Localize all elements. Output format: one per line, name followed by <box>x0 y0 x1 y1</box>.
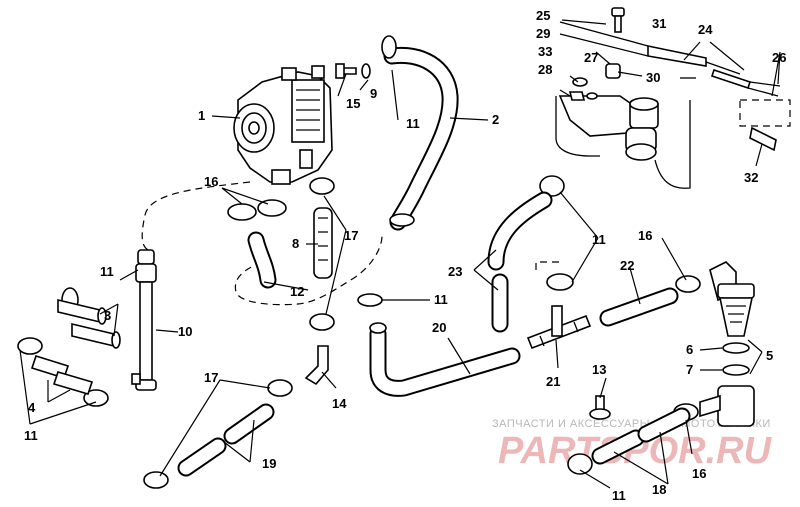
callout-labels: 1 2 3 4 5 6 7 8 9 10 11 11 11 11 11 11 1… <box>24 8 786 503</box>
callout-7: 7 <box>686 362 693 377</box>
hoses-18 <box>591 407 691 465</box>
callout-11-left-upper: 11 <box>100 264 114 279</box>
callout-4: 4 <box>28 400 36 415</box>
wire-connector-boot <box>739 99 791 152</box>
callout-23: 23 <box>448 264 462 279</box>
tube-8 <box>313 207 333 279</box>
callout-24: 24 <box>698 22 713 37</box>
callout-10: 10 <box>178 324 192 339</box>
primer-wires <box>559 21 781 97</box>
hoses-19 <box>177 403 275 477</box>
callout-29: 29 <box>536 26 550 41</box>
screw-31 <box>611 7 625 33</box>
callout-27: 27 <box>584 50 598 65</box>
callout-8: 8 <box>292 236 299 251</box>
fitting-13 <box>589 395 611 420</box>
t-fitting-21 <box>526 305 592 350</box>
callout-31: 31 <box>652 16 666 31</box>
callout-12: 12 <box>290 284 304 299</box>
clamp-17-group <box>143 177 335 489</box>
callout-1: 1 <box>198 108 205 123</box>
hose-22 <box>599 287 679 327</box>
callout-2: 2 <box>492 112 499 127</box>
dashed-fuel-route <box>141 181 251 251</box>
watermark: ЗАПЧАСТИ И АКСЕССУАРЫ ДЛЯ МОТОТЕХНИКИ PA… <box>492 418 773 472</box>
hoses-23 <box>487 191 553 333</box>
elbow-fitting-14 <box>304 345 329 386</box>
primer-solenoid-assembly <box>555 77 696 189</box>
fittings-4 <box>30 355 94 395</box>
callout-20: 20 <box>432 320 446 335</box>
callout-11-center: 11 <box>434 292 448 307</box>
callout-22: 22 <box>620 258 634 273</box>
callout-33: 33 <box>538 44 552 59</box>
straight-pipe-10 <box>131 249 157 391</box>
fuel-hose-main <box>381 35 459 231</box>
callout-14: 14 <box>332 396 347 411</box>
leader-lines <box>19 19 781 489</box>
fuel-hose-20 <box>369 322 521 397</box>
callout-17-lower: 17 <box>204 370 218 385</box>
callout-26: 26 <box>772 50 786 65</box>
dashed-fuel-route-3 <box>535 261 560 270</box>
callout-28: 28 <box>538 62 552 77</box>
callout-25: 25 <box>536 8 550 23</box>
fittings-3 <box>57 298 121 349</box>
callout-16-bottom: 16 <box>692 466 706 481</box>
callout-3: 3 <box>104 308 111 323</box>
callout-21: 21 <box>546 374 560 389</box>
dashed-fuel-route-2 <box>234 235 383 306</box>
callout-11-bottom: 11 <box>612 488 626 503</box>
callout-6: 6 <box>686 342 693 357</box>
callout-30: 30 <box>646 70 660 85</box>
fuel-pump-assembly <box>233 65 333 185</box>
fuel-filter-assembly <box>699 261 755 427</box>
callout-13: 13 <box>592 362 606 377</box>
watermark-caption: ЗАПЧАСТИ И АКСЕССУАРЫ ДЛЯ МОТОТЕХНИКИ <box>492 418 771 430</box>
callout-11-left-lower: 11 <box>24 428 38 443</box>
callout-16-left: 16 <box>204 174 218 189</box>
elbow-hose-12 <box>247 231 277 289</box>
callout-15: 15 <box>346 96 360 111</box>
callout-11-hose: 11 <box>406 116 420 131</box>
screw-and-washer <box>335 63 371 79</box>
callout-11-right: 11 <box>592 232 606 247</box>
callout-19: 19 <box>262 456 276 471</box>
hose-clamps <box>17 175 593 475</box>
small-hardware <box>568 63 621 101</box>
callout-9: 9 <box>370 86 377 101</box>
callout-17-upper: 17 <box>344 228 358 243</box>
callout-32: 32 <box>744 170 758 185</box>
callout-16-right: 16 <box>638 228 652 243</box>
callout-18: 18 <box>652 482 666 497</box>
callout-5: 5 <box>766 348 773 363</box>
